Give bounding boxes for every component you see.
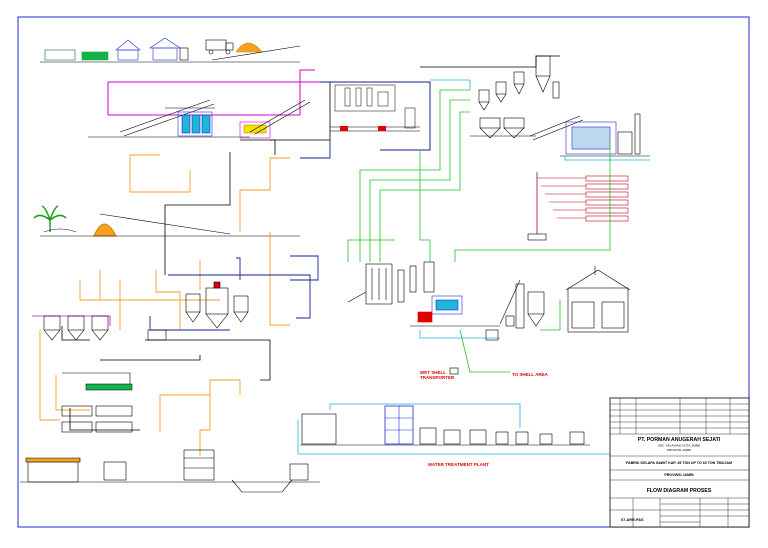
- boiler-icon: [529, 113, 650, 157]
- sterilizer-station: [88, 99, 311, 139]
- storage-tank-icon: [43, 281, 249, 341]
- company-address-1: KEC. KELAYANG KOTA JAMBI: [658, 444, 700, 448]
- steam-distribution: [527, 172, 629, 241]
- press-station: [320, 81, 431, 151]
- cyan-flow-line: [419, 330, 500, 339]
- green-flow-lines: [347, 89, 611, 373]
- reception-area: [40, 37, 301, 63]
- kernel-station: [499, 266, 631, 333]
- drawing-number: 07-ARR-PAS: [621, 518, 644, 522]
- project-title: PABRIK KELAPA SAWIT KAP. 45 TON UP TO 60…: [626, 461, 732, 465]
- cyclone-icon: [470, 55, 560, 139]
- kernel-conveyor: [61, 372, 133, 433]
- magenta-flow-line: [107, 69, 315, 116]
- sheet-border: [17, 16, 750, 528]
- press-icon: [347, 261, 500, 341]
- water-treatment-plant-label: WATER TREATMENT PLANT: [428, 462, 489, 467]
- navy-flow-lines: [149, 140, 331, 331]
- water-treatment: [297, 403, 610, 455]
- oil-palm-icon: [33, 205, 300, 237]
- title-block: PT. PORMAN ANUGERAH SEJATI KEC. KELAYANG…: [609, 397, 750, 528]
- wet-shell-transporter-label: WET SHELL TRANSPORTER: [420, 370, 455, 380]
- dispatch-area: [20, 449, 320, 493]
- project-location: PROVINSI JAMBI: [664, 473, 693, 477]
- company-address-2: PROVINSI JAMBI: [667, 448, 691, 452]
- drawing-title: FLOW DIAGRAM PROSES: [647, 488, 712, 494]
- truck-icon: [205, 39, 234, 55]
- company-name: PT. PORMAN ANUGERAH SEJATI: [638, 437, 721, 443]
- orange-flow-lines: [39, 154, 290, 456]
- to-shell-area-label: TO SHELL AREA: [512, 372, 549, 377]
